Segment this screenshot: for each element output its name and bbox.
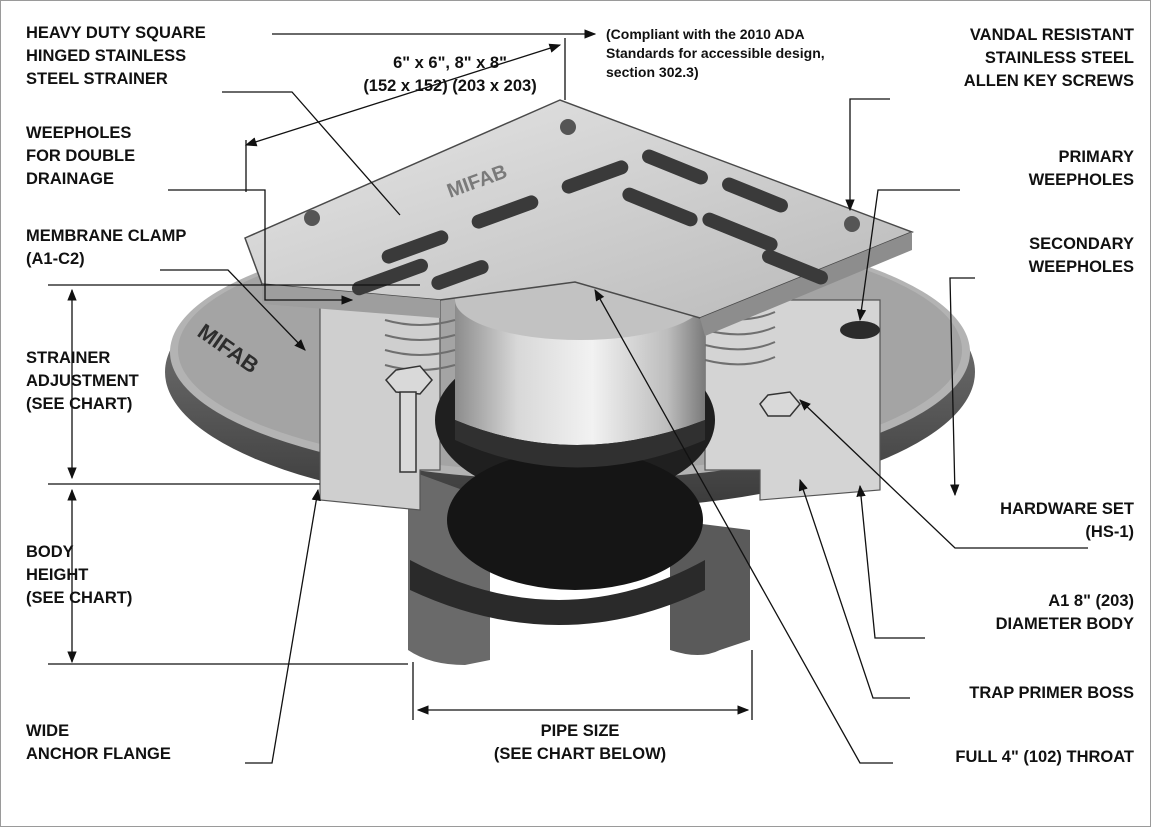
label-diameter-body: A1 8" (203) DIAMETER BODY (996, 590, 1134, 636)
label-hardware-set: HARDWARE SET (HS-1) (1000, 498, 1134, 544)
label-line: STAINLESS STEEL (984, 49, 1134, 67)
label-line: ADJUSTMENT (26, 372, 139, 390)
label-line: HINGED STAINLESS (26, 47, 187, 65)
label-line: SECONDARY (1029, 235, 1134, 253)
label-line: FOR DOUBLE (26, 147, 136, 165)
leader-lines (48, 29, 1088, 764)
label-ada-note: (Compliant with the 2010 ADA Standards f… (606, 25, 825, 82)
label-line: WEEPHOLES (1028, 171, 1134, 189)
label-secondary-weepholes: SECONDARY WEEPHOLES (1029, 233, 1134, 279)
label-line: DRAINAGE (26, 170, 115, 188)
label-line: section 302.3) (606, 64, 699, 80)
label-line: (152 x 152) (203 x 203) (363, 77, 537, 95)
label-body-height: BODY HEIGHT (SEE CHART) (26, 541, 132, 610)
label-vandal-screws: VANDAL RESISTANT STAINLESS STEEL ALLEN K… (964, 24, 1134, 93)
label-line: BODY (26, 543, 74, 561)
label-anchor-flange: WIDE ANCHOR FLANGE (26, 720, 171, 766)
label-line: VANDAL RESISTANT (969, 26, 1134, 44)
label-line: WIDE (26, 722, 70, 740)
label-line: A1 8" (203) (1048, 592, 1134, 610)
label-line: (SEE CHART) (26, 395, 133, 413)
label-line: FULL 4" (102) THROAT (955, 748, 1134, 766)
label-membrane-clamp: MEMBRANE CLAMP (A1-C2) (26, 225, 186, 271)
label-line: STEEL STRAINER (26, 70, 168, 88)
label-line: HEAVY DUTY SQUARE (26, 24, 206, 42)
label-line: 6" x 6", 8" x 8" (393, 54, 507, 72)
label-pipe-size: PIPE SIZE (SEE CHART BELOW) (440, 720, 720, 766)
label-line: MEMBRANE CLAMP (26, 227, 187, 245)
label-line: DIAMETER BODY (995, 615, 1134, 633)
label-line: HARDWARE SET (1000, 500, 1134, 518)
label-line: PIPE SIZE (540, 722, 620, 740)
label-line: ANCHOR FLANGE (26, 745, 171, 763)
label-line: STRAINER (26, 349, 111, 367)
label-line: WEEPHOLES (1028, 258, 1134, 276)
label-line: ALLEN KEY SCREWS (963, 72, 1134, 90)
label-line: (Compliant with the 2010 ADA (606, 26, 805, 42)
label-line: (SEE CHART BELOW) (493, 745, 667, 763)
label-full-throat: FULL 4" (102) THROAT (955, 746, 1134, 769)
label-line: PRIMARY (1058, 148, 1134, 166)
label-line: (A1-C2) (26, 250, 85, 268)
label-trap-primer-boss: TRAP PRIMER BOSS (969, 682, 1134, 705)
label-line: (HS-1) (1085, 523, 1134, 541)
label-line: Standards for accessible design, (606, 45, 825, 61)
label-heavy-duty-strainer: HEAVY DUTY SQUARE HINGED STAINLESS STEEL… (26, 22, 206, 91)
label-strainer-adjustment: STRAINER ADJUSTMENT (SEE CHART) (26, 347, 139, 416)
label-primary-weepholes: PRIMARY WEEPHOLES (1029, 146, 1134, 192)
label-line: (SEE CHART) (26, 589, 133, 607)
label-strainer-sizes: 6" x 6", 8" x 8" (152 x 152) (203 x 203) (300, 52, 600, 98)
label-line: HEIGHT (26, 566, 89, 584)
label-weepholes-double: WEEPHOLES FOR DOUBLE DRAINAGE (26, 122, 135, 191)
label-line: WEEPHOLES (26, 124, 132, 142)
label-line: TRAP PRIMER BOSS (969, 684, 1134, 702)
